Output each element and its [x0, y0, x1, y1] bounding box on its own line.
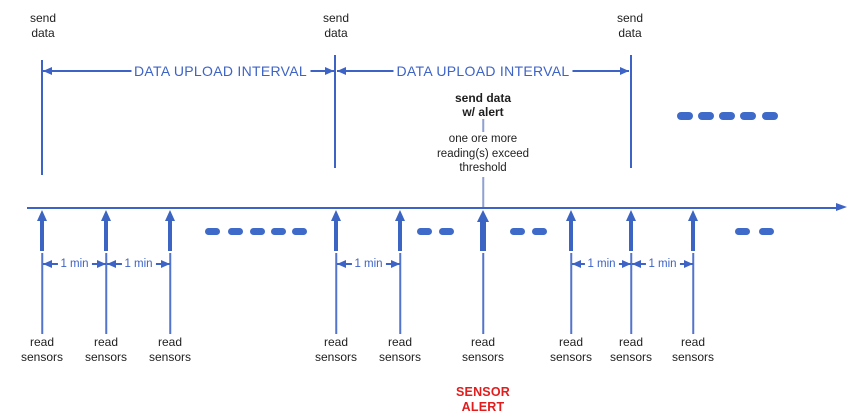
one-min-label: 1 min — [57, 258, 92, 270]
continuation-dot — [417, 228, 432, 235]
timeline-axis — [27, 207, 837, 209]
one-min-measure: 1 min — [337, 255, 400, 273]
arrow-left-icon — [572, 260, 581, 268]
event-tick-line — [630, 253, 632, 334]
alert-connector-line — [482, 177, 484, 208]
arrow-right-icon — [391, 260, 400, 268]
one-min-label: 1 min — [351, 258, 386, 270]
send-data-label: send data — [616, 11, 644, 40]
read-sensors-label: read sensors — [378, 335, 422, 364]
event-tick-line — [335, 253, 337, 334]
sensor-alert-arrow — [477, 210, 489, 251]
read-sensors-label: read sensors — [20, 335, 64, 364]
continuation-dot — [292, 228, 307, 235]
send-data-line — [41, 60, 43, 175]
arrow-right-icon — [622, 260, 631, 268]
one-min-label: 1 min — [584, 258, 619, 270]
event-tick-line — [105, 253, 107, 334]
continuation-dot — [740, 112, 756, 120]
arrow-right-icon — [325, 67, 334, 75]
send-data-label: send data — [322, 11, 350, 40]
arrow-right-icon — [620, 67, 629, 75]
continuation-dot — [677, 112, 693, 120]
event-tick-line — [570, 253, 572, 334]
alert-reason: one ore more reading(s) exceed threshold — [436, 133, 530, 174]
event-tick-line — [482, 253, 484, 334]
upload-interval-measure: DATA UPLOAD INTERVAL — [337, 62, 629, 80]
read-sensors-arrow — [395, 210, 405, 251]
read-sensors-label: read sensors — [84, 335, 128, 364]
continuation-dot — [510, 228, 525, 235]
read-sensors-label: read sensors — [148, 335, 192, 364]
timeline-arrowhead-icon — [836, 203, 847, 212]
arrow-right-icon — [97, 260, 106, 268]
event-tick-line — [169, 253, 171, 334]
continuation-dot — [271, 228, 286, 235]
continuation-dot — [228, 228, 243, 235]
arrow-left-icon — [43, 67, 52, 75]
read-sensors-label: read sensors — [609, 335, 653, 364]
upload-interval-label: DATA UPLOAD INTERVAL — [130, 63, 311, 79]
upload-interval-label: DATA UPLOAD INTERVAL — [393, 63, 573, 79]
continuation-dot — [250, 228, 265, 235]
continuation-dot — [719, 112, 735, 120]
send-data-label: send data — [29, 11, 57, 40]
read-sensors-arrow — [165, 210, 175, 251]
read-sensors-arrow — [688, 210, 698, 251]
continuation-dot — [532, 228, 547, 235]
read-sensors-label: read sensors — [461, 335, 505, 364]
read-sensors-arrow — [101, 210, 111, 251]
arrow-right-icon — [161, 260, 170, 268]
read-sensors-arrow — [626, 210, 636, 251]
one-min-label: 1 min — [121, 258, 156, 270]
read-sensors-label: read sensors — [314, 335, 358, 364]
continuation-dot — [735, 228, 750, 235]
upload-interval-measure: DATA UPLOAD INTERVAL — [43, 62, 334, 80]
read-sensors-label: read sensors — [549, 335, 593, 364]
continuation-dot — [759, 228, 774, 235]
send-data-line — [334, 55, 336, 168]
read-sensors-arrow — [37, 210, 47, 251]
continuation-dot — [205, 228, 220, 235]
arrow-left-icon — [337, 260, 346, 268]
continuation-dot — [439, 228, 454, 235]
event-tick-line — [41, 253, 43, 334]
one-min-measure: 1 min — [572, 255, 631, 273]
one-min-measure: 1 min — [632, 255, 693, 273]
one-min-measure: 1 min — [107, 255, 170, 273]
alert-title: send data w/ alert — [454, 91, 512, 119]
arrow-left-icon — [632, 260, 641, 268]
send-data-line — [630, 55, 632, 168]
event-tick-line — [399, 253, 401, 334]
alert-connector-line — [482, 119, 484, 132]
read-sensors-arrow — [331, 210, 341, 251]
continuation-dot — [762, 112, 778, 120]
arrow-right-icon — [684, 260, 693, 268]
read-sensors-arrow — [566, 210, 576, 251]
sensor-alert-label: SENSOR ALERT — [456, 385, 510, 414]
continuation-dot — [698, 112, 714, 120]
arrow-left-icon — [107, 260, 116, 268]
arrow-left-icon — [337, 67, 346, 75]
one-min-measure: 1 min — [43, 255, 106, 273]
arrow-left-icon — [43, 260, 52, 268]
read-sensors-label: read sensors — [671, 335, 715, 364]
event-tick-line — [692, 253, 694, 334]
one-min-label: 1 min — [645, 258, 680, 270]
